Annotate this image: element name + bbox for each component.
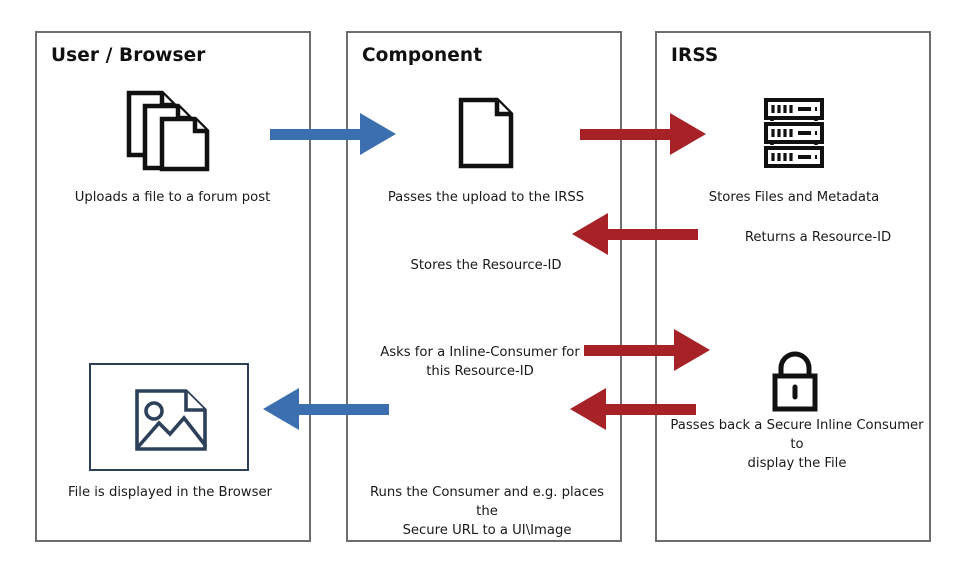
caption-passes-back-consumer: Passes back a Secure Inline Consumer to … bbox=[670, 418, 924, 472]
lane-component: Component bbox=[346, 31, 622, 542]
lane-user-browser: User / Browser bbox=[35, 31, 311, 542]
document-icon bbox=[458, 97, 514, 169]
caption-asks-inline-consumer: Asks for a Inline-Consumer for this Reso… bbox=[380, 345, 580, 380]
lane-title-component: Component bbox=[362, 45, 483, 66]
caption-returns-resource-id: Returns a Resource-ID bbox=[744, 230, 892, 245]
caption-uploads-file: Uploads a file to a forum post bbox=[74, 190, 271, 205]
server-rack-icon bbox=[763, 97, 825, 169]
caption-runs-consumer: Runs the Consumer and e.g. places the Se… bbox=[369, 485, 605, 539]
lock-icon bbox=[768, 348, 822, 414]
file-stack-icon bbox=[126, 90, 212, 172]
caption-stores-files-metadata: Stores Files and Metadata bbox=[708, 190, 880, 205]
lane-irss: IRSS bbox=[655, 31, 931, 542]
lane-title-irss: IRSS bbox=[671, 45, 719, 66]
caption-passes-upload: Passes the upload to the IRSS bbox=[387, 190, 585, 205]
image-placeholder-icon bbox=[135, 389, 207, 451]
browser-image-frame bbox=[89, 363, 249, 471]
caption-file-displayed: File is displayed in the Browser bbox=[68, 485, 272, 500]
lane-title-user-browser: User / Browser bbox=[51, 45, 206, 66]
caption-stores-resource-id: Stores the Resource-ID bbox=[410, 258, 562, 273]
